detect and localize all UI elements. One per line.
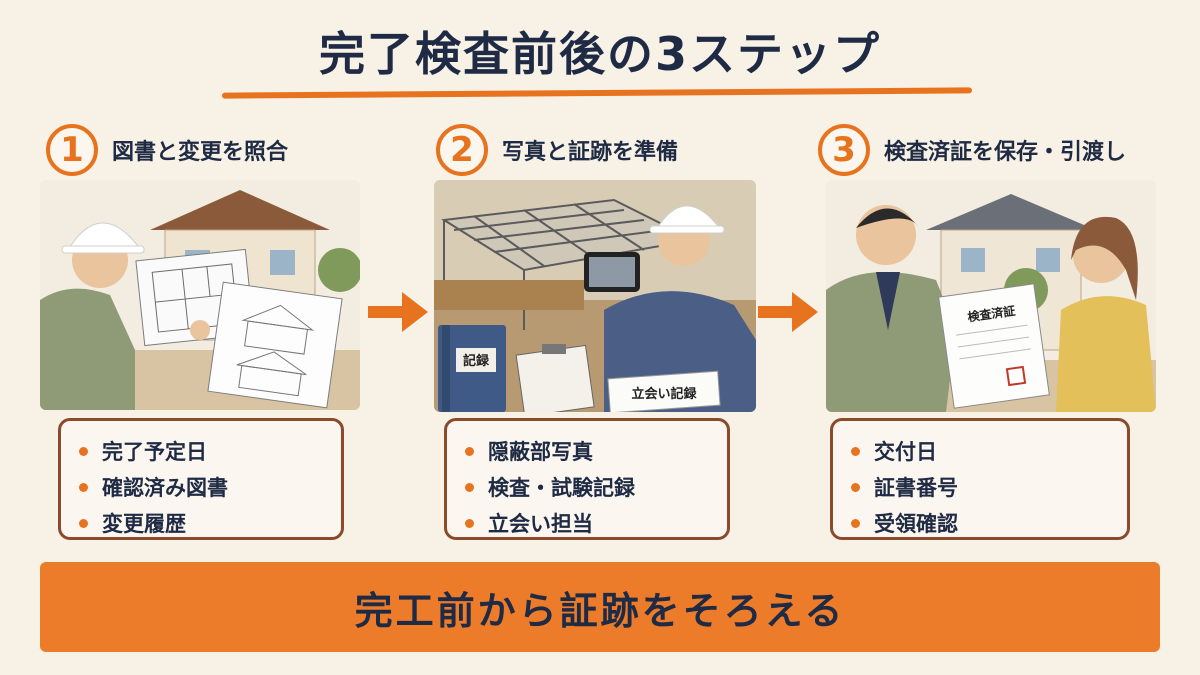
list-item: 完了予定日 (79, 433, 323, 469)
summary-banner-text: 完工前から証跡をそろえる (354, 588, 846, 633)
step-1-illustration (40, 180, 360, 410)
step-2-number: 2 (436, 124, 488, 176)
list-item: 確認済み図書 (79, 469, 323, 505)
step-2-illustration: 記録 立会い記録 (434, 180, 756, 412)
arrow-right-icon (758, 292, 818, 332)
binder-label: 記録 (463, 353, 490, 369)
bullet-icon (79, 518, 88, 528)
list-item: 受領確認 (851, 505, 1109, 541)
clipboard-icon (515, 344, 595, 412)
binder-icon (438, 325, 506, 412)
page-title: 完了検査前後の3ステップ (318, 27, 881, 81)
step-2-header: 2 写真と証跡を準備 (436, 124, 678, 176)
bullet-icon (465, 446, 474, 456)
step-3-illustration: 検査済証 (826, 180, 1156, 412)
bullet-icon (79, 446, 88, 456)
certificate-icon (938, 283, 1050, 409)
list-item: 証書番号 (851, 469, 1109, 505)
step-2-checklist: 隠蔽部写真 検査・試験記録 立会い担当 (444, 418, 730, 540)
certificate-label: 検査済証 (967, 303, 1017, 325)
step-1-label: 図書と変更を照合 (112, 140, 289, 165)
bullet-icon (851, 482, 860, 492)
list-item: 隠蔽部写真 (465, 433, 709, 469)
step-1-header: 1 図書と変更を照合 (46, 124, 288, 176)
step-1-number: 1 (46, 124, 98, 176)
list-item: 立会い担当 (465, 505, 709, 541)
inspector-figure (826, 205, 956, 412)
title-underline (221, 87, 973, 99)
bullet-icon (465, 482, 474, 492)
bullet-icon (465, 518, 474, 528)
note-card-icon (607, 370, 721, 412)
step-3-number: 3 (818, 124, 870, 176)
summary-banner: 完工前から証跡をそろえる (40, 562, 1160, 652)
step-3-label: 検査済証を保存・引渡し (884, 140, 1127, 165)
blueprint-icon (135, 248, 343, 409)
bullet-icon (851, 518, 860, 528)
client-figure (1056, 216, 1156, 412)
arrow-right-icon (368, 292, 428, 332)
list-item: 交付日 (851, 433, 1109, 469)
worker-figure (40, 222, 145, 410)
step-3-header: 3 検査済証を保存・引渡し (818, 124, 1126, 176)
bullet-icon (79, 482, 88, 492)
note-label: 立会い記録 (631, 386, 697, 402)
step-3-checklist: 交付日 証書番号 受領確認 (830, 418, 1130, 540)
step-1-checklist: 完了予定日 確認済み図書 変更履歴 (58, 418, 344, 540)
list-item: 検査・試験記録 (465, 469, 709, 505)
bullet-icon (851, 446, 860, 456)
step-2-label: 写真と証跡を準備 (502, 140, 679, 165)
list-item: 変更履歴 (79, 505, 323, 541)
